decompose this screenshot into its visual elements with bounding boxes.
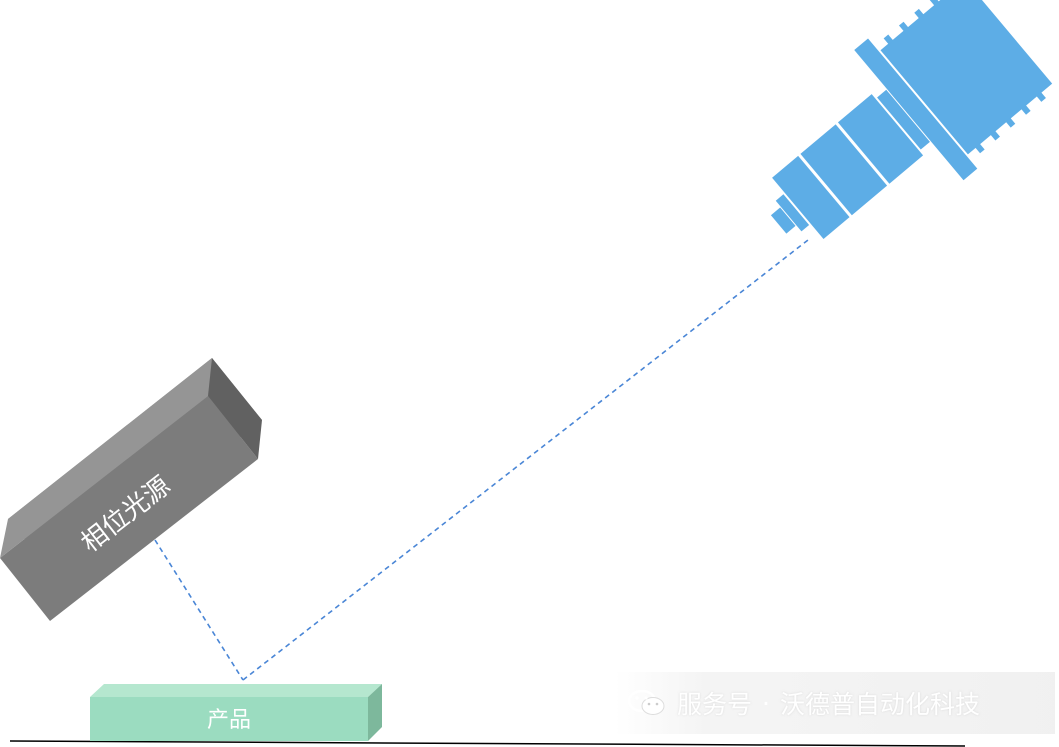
camera-fin-bottom-2 <box>990 130 1000 141</box>
light-source-front-face <box>0 396 258 621</box>
camera-lens-segment-3 <box>837 94 924 184</box>
camera-ray <box>242 239 809 681</box>
ground-line <box>9 740 966 747</box>
product: 产品 <box>90 684 382 741</box>
camera-neck <box>877 89 930 150</box>
camera-flange <box>854 38 978 181</box>
product-side-face <box>368 684 382 741</box>
camera-fin-top-2 <box>898 21 909 32</box>
light-source-top-face-2 <box>0 358 212 558</box>
watermark-name: 沃德普自动化科技 <box>779 690 980 719</box>
light-source-end-face <box>208 358 262 459</box>
camera <box>770 0 1053 239</box>
camera-fin-bottom-5 <box>1036 91 1046 102</box>
watermark-separator: · <box>762 688 770 718</box>
phase-light-source: 相位光源 <box>0 358 262 621</box>
camera-lens-segment-2 <box>800 124 888 216</box>
camera-lens-ring <box>775 194 810 232</box>
camera-body <box>880 0 1053 155</box>
camera-fin-bottom-3 <box>1005 117 1016 128</box>
camera-lens-segment-1 <box>772 155 850 239</box>
product-top-face <box>90 684 382 697</box>
camera-fin-bottom-1 <box>974 143 985 154</box>
wechat-icon <box>627 689 665 715</box>
camera-lens-tip <box>770 207 796 234</box>
camera-fin-top-1 <box>883 34 894 45</box>
watermark-label: 服务号 <box>677 690 753 719</box>
projection-ray <box>154 539 244 681</box>
camera-fin-top-3 <box>914 8 925 19</box>
camera-fin-bottom-4 <box>1020 104 1031 115</box>
camera-fin-top-4 <box>929 0 940 6</box>
product-front-face <box>90 697 368 741</box>
watermark: 服务号 · 沃德普自动化科技 <box>615 672 1055 734</box>
product-label: 产品 <box>207 708 251 733</box>
